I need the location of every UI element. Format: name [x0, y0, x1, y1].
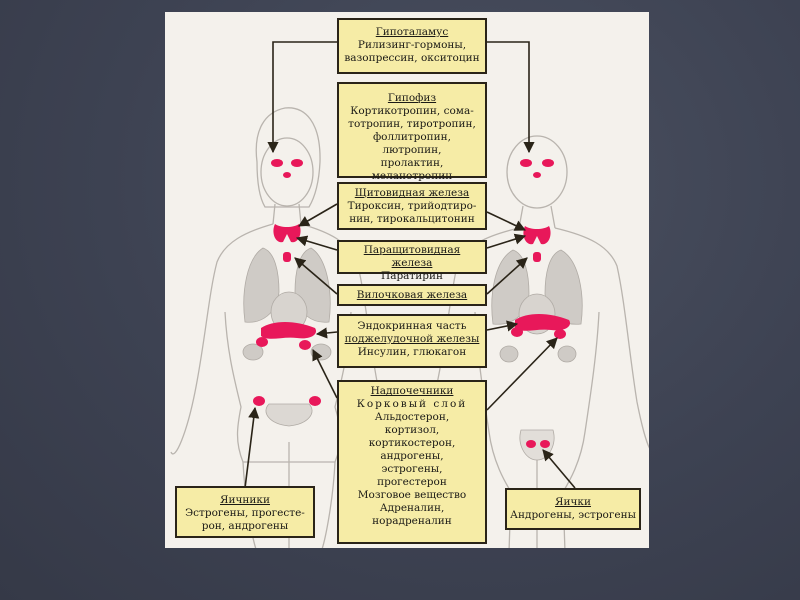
adrenal-line: кортизол,: [384, 424, 440, 436]
arrow-ovaries: [244, 406, 260, 489]
endocrine-diagram: Гипоталамус Рилизинг-гормоны, вазопресси…: [165, 12, 649, 548]
male-hypothalamus-gland: [542, 159, 554, 167]
adrenal-title: Надпочечники: [370, 385, 454, 397]
box-hypothalamus: Гипоталамус Рилизинг-гормоны, вазопресси…: [337, 18, 487, 74]
arrow-thyroid-female: [298, 203, 338, 227]
arrow-parathyroid-male: [486, 233, 527, 249]
pituitary-line: пролактин, меланотропин: [371, 157, 453, 182]
adrenal-line: эстрогены,: [381, 463, 443, 475]
thymus-title: Вилочковая железа: [356, 289, 468, 301]
female-adrenal-right: [299, 340, 311, 350]
male-head: [506, 135, 568, 209]
female-pancreas-gland: [261, 322, 317, 339]
adrenal-line: Альдостерон,: [374, 411, 450, 423]
arrow-thymus-female: [294, 257, 338, 295]
male-testis-left: [526, 440, 536, 448]
adrenal-line: прогестерон: [377, 476, 447, 488]
pancreas-line: Инсулин, глюкагон: [357, 346, 467, 358]
ovaries-line: Эстрогены, прогесте-: [185, 507, 305, 519]
thyroid-title: Щитовидная железа: [354, 187, 470, 199]
arrow-thyroid-male: [486, 211, 527, 231]
pituitary-line: тотропин, тиротропин,: [348, 118, 476, 130]
male-pituitary-gland: [520, 159, 532, 167]
male-testis-right: [540, 440, 550, 448]
female-organs: [242, 247, 332, 427]
female-hypothalamus-gland: [291, 159, 303, 167]
male-glands: [511, 159, 571, 448]
male-organs: [491, 249, 583, 461]
connector-arrows: [244, 41, 576, 489]
box-thymus: Вилочковая железа: [337, 284, 487, 306]
arrow-hypothalamus-female: [267, 41, 337, 154]
box-thyroid: Щитовидная железа Тироксин, трийодтиро- …: [337, 182, 487, 230]
hypothalamus-line: Рилизинг-гормоны,: [357, 39, 467, 51]
male-adrenal-right: [554, 329, 566, 339]
ovaries-line: рон, андрогены: [201, 520, 289, 532]
adrenal-line: кортикостерон,: [368, 437, 456, 449]
testes-title: Яички: [555, 496, 591, 508]
adrenal-line: Корковый слой: [356, 398, 468, 410]
female-thyroid-gland: [273, 224, 301, 243]
female-ovary-right: [309, 396, 321, 406]
male-adrenal-left: [511, 327, 523, 337]
pituitary-line: фоллитропин, лютропин,: [372, 131, 452, 156]
arrow-parathyroid-female: [295, 235, 338, 251]
testes-line: Андрогены, эстрогены: [510, 509, 636, 521]
arrow-testes: [542, 449, 576, 489]
adrenal-line: андрогены,: [380, 450, 444, 462]
pituitary-line: Кортикотропин, сома-: [350, 105, 474, 117]
female-parathyroid-gland: [283, 252, 291, 262]
thyroid-line: Тироксин, трийодтиро-: [347, 200, 477, 212]
male-neck: [518, 205, 556, 229]
arrow-thymus-male: [486, 257, 528, 295]
box-adrenal: Надпочечники Корковый слой Альдостерон, …: [337, 380, 487, 544]
box-pituitary: Гипофиз Кортикотропин, сома- тотропин, т…: [337, 82, 487, 182]
female-glands: [253, 159, 321, 406]
box-parathyroid: Паращитовидная железа Паратирин: [337, 240, 487, 282]
arrow-adrenal-female: [312, 348, 338, 399]
hypothalamus-title: Гипоталамус: [375, 26, 449, 38]
male-parathyroid-gland: [533, 252, 541, 262]
box-testes: Яички Андрогены, эстрогены: [505, 488, 641, 530]
adrenal-line: Адреналин,: [379, 502, 445, 514]
box-ovaries: Яичники Эстрогены, прогесте- рон, андрог…: [175, 486, 315, 538]
pancreas-title-line1: Эндокринная часть: [357, 320, 467, 332]
pituitary-title: Гипофиз: [387, 92, 437, 104]
arrow-pancreas-female: [315, 327, 338, 339]
male-pancreas-gland: [515, 314, 571, 331]
male-thyroid-gland: [523, 226, 551, 245]
female-head: [260, 137, 314, 207]
female-adrenal-left: [256, 337, 268, 347]
female-ovary-left: [253, 396, 265, 406]
arrow-hypothalamus-male: [487, 41, 535, 154]
thyroid-line: нин, тирокальцитонин: [349, 213, 475, 225]
adrenal-line: норадреналин: [372, 515, 452, 527]
box-pancreas: Эндокринная часть поджелудочной железы И…: [337, 314, 487, 368]
arrow-pancreas-male: [486, 320, 519, 332]
parathyroid-title: Паращитовидная железа: [363, 244, 461, 269]
arrow-adrenal-male: [486, 337, 558, 411]
parathyroid-line: Паратирин: [381, 270, 443, 282]
adrenal-line: Мозговое вещество: [357, 489, 467, 501]
pancreas-title-line2: поджелудочной железы: [344, 333, 480, 345]
female-hair: [255, 107, 321, 208]
hypothalamus-line: вазопрессин, окситоцин: [344, 52, 480, 64]
female-pituitary-gland: [271, 159, 283, 167]
ovaries-title: Яичники: [220, 494, 270, 506]
